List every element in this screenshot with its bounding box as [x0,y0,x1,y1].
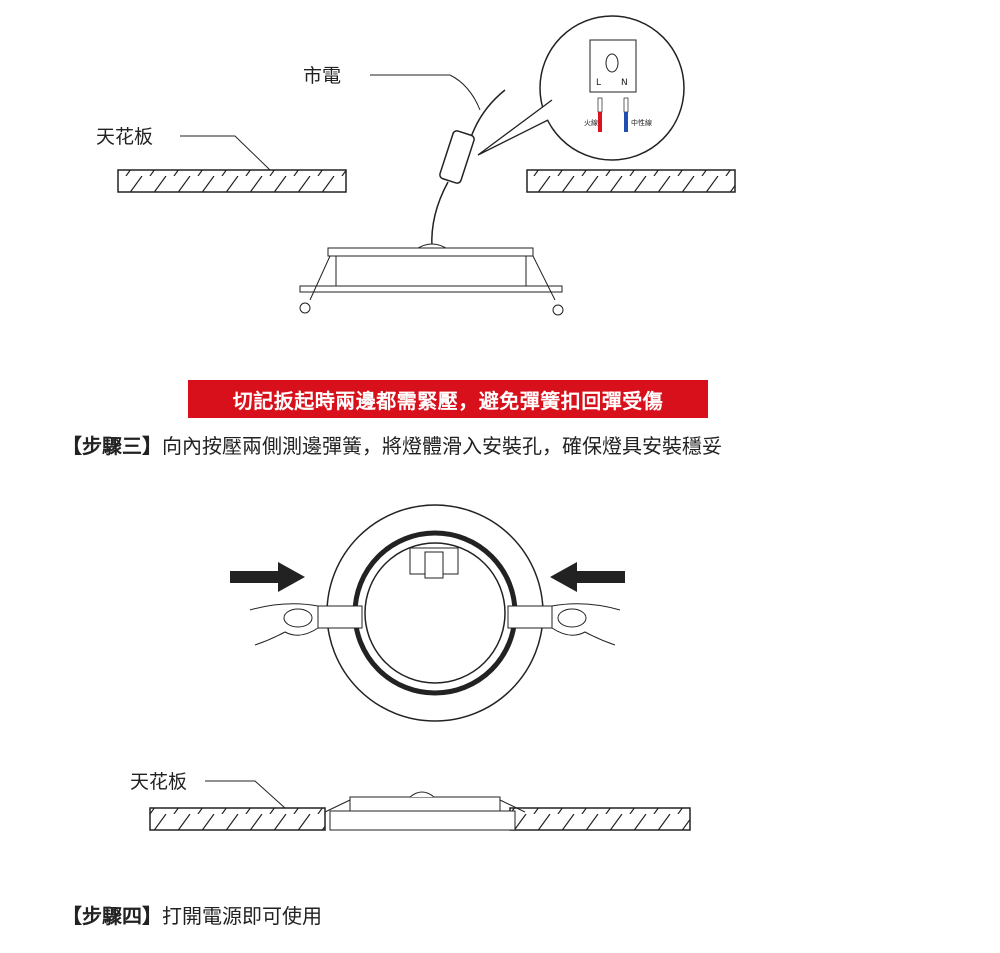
step4-text: 打開電源即可使用 [162,904,322,928]
live-wire [598,112,602,132]
step3-tag: 【步驟三】 [62,434,162,458]
ceiling-right [526,169,736,193]
terminal-n: N [621,78,628,88]
ceiling-leader-installed [205,780,286,809]
ceiling-installed [149,807,691,831]
terminal-l: L [596,78,601,88]
neutral-wire [624,112,628,132]
downlight-side-view [299,243,564,316]
terminal-zoom-circle: L N 火線 中性線 [477,15,685,161]
step4-instruction: 【步驟四】打開電源即可使用 [62,900,322,929]
driver-box [431,89,506,249]
left-arrow-icon [230,562,305,592]
downlight-front-view [315,504,555,722]
right-arrow-icon [550,562,625,592]
neutral-wire-label: 中性線 [631,118,652,127]
left-hand [249,603,319,646]
ceiling-label-installed: 天花板 [130,771,187,793]
ceiling-label: 天花板 [96,126,153,148]
warning-banner: 切記扳起時兩邊都需緊壓，避免彈簧扣回彈受傷 [188,380,708,418]
mains-label: 市電 [303,65,341,87]
right-hand [551,603,621,646]
downlight-installed [324,791,526,831]
ceiling-left [117,169,347,193]
step3-text: 向內按壓兩側測邊彈簧，將燈體滑入安裝孔，確保燈具安裝穩妥 [162,434,722,458]
live-wire-label: 火線 [584,118,598,127]
step3-instruction: 【步驟三】向內按壓兩側測邊彈簧，將燈體滑入安裝孔，確保燈具安裝穩妥 [62,430,722,459]
ceiling-leader [180,135,271,171]
step4-tag: 【步驟四】 [62,904,162,928]
